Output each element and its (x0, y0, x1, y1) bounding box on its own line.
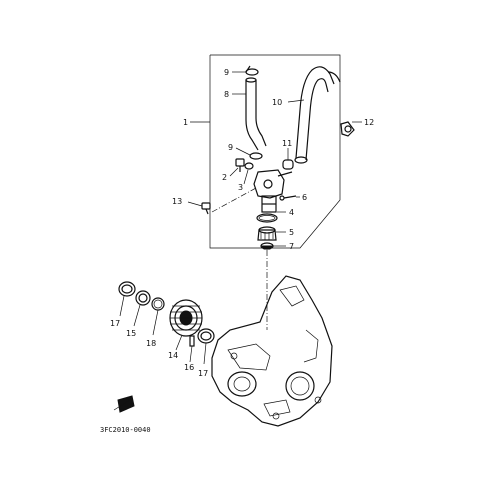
callout-16: 16 (184, 363, 194, 372)
leader-lines (119, 71, 362, 365)
callout-8: 8 (224, 90, 229, 99)
callout-3: 3 (238, 183, 243, 192)
callout-13: 13 (172, 197, 182, 206)
callout-17-left: 17 (110, 319, 120, 328)
callout-5: 5 (289, 228, 294, 237)
callout-1: 1 (183, 118, 188, 127)
callout-15: 15 (126, 329, 136, 338)
pin-16[interactable] (189, 335, 195, 347)
pin-6[interactable] (279, 195, 297, 201)
callout-12: 12 (364, 118, 374, 127)
callout-2: 2 (222, 173, 227, 182)
fitting-12[interactable] (340, 121, 355, 137)
hose-8[interactable] (245, 77, 267, 151)
callout-7: 7 (289, 242, 294, 251)
callout-labels: 1 2 3 4 5 6 7 8 9 9 10 11 12 13 14 15 16… (110, 68, 374, 378)
hose-clip-top[interactable] (245, 65, 259, 76)
crankcase-housing (211, 275, 333, 427)
nut-7[interactable] (260, 242, 274, 250)
screw-2[interactable] (235, 158, 245, 172)
oil-seal-17-left[interactable] (118, 281, 136, 297)
alignment-lines (211, 187, 268, 330)
drawing-code: 3FC2010-0040 (100, 426, 151, 434)
callout-11: 11 (282, 139, 292, 148)
callout-14: 14 (168, 351, 178, 360)
callout-10: 10 (272, 98, 282, 107)
ring-18[interactable] (151, 297, 165, 311)
callout-17-right: 17 (198, 369, 208, 378)
o-ring-4[interactable] (256, 213, 278, 223)
callout-18: 18 (146, 339, 156, 348)
gear-14[interactable] (169, 299, 203, 337)
assembly-frame (190, 54, 341, 249)
hose-clip-lower[interactable] (249, 152, 263, 160)
clip-11[interactable] (282, 159, 294, 170)
fuel-cock-body[interactable] (253, 169, 293, 213)
callout-9-lower: 9 (228, 143, 233, 152)
callout-6: 6 (302, 193, 307, 202)
screw-13[interactable] (201, 202, 211, 215)
filter-5[interactable] (257, 226, 277, 241)
hose-10[interactable] (294, 66, 341, 164)
callout-9-top: 9 (224, 68, 229, 77)
front-arrow-icon (113, 395, 135, 413)
oil-seal-17-right[interactable] (197, 328, 215, 344)
seal-15[interactable] (135, 290, 151, 306)
washer-3[interactable] (244, 162, 254, 170)
callout-4: 4 (289, 208, 294, 217)
